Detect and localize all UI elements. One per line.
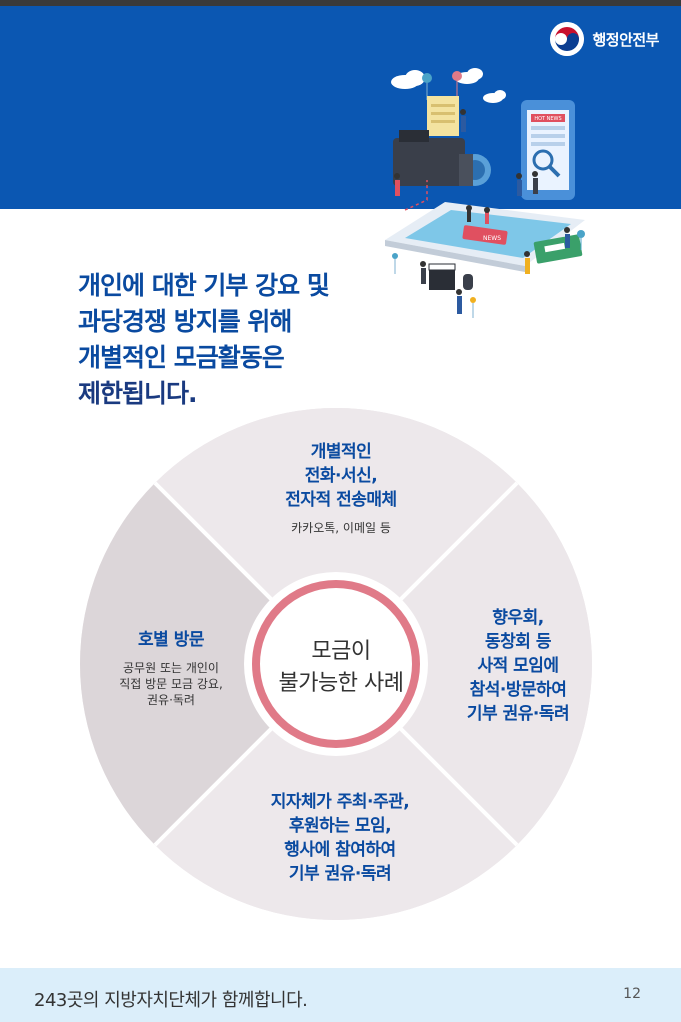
center-label: 모금이 불가능한 사례 [258, 636, 424, 700]
headline-line: 개인에 대한 기부 강요 및 [78, 271, 330, 300]
title-line: 호별 방문 [138, 630, 204, 650]
segment-bottom [155, 664, 517, 920]
top-segment-sub: 카카오톡, 이메일 등 [256, 520, 426, 536]
headline: 개인에 대한 기부 강요 및 과당경쟁 방지를 위해 개별적인 모금활동은 제한… [78, 268, 330, 412]
news-media-illustration: HOT NEWS NEWS [385, 68, 585, 318]
left-segment-title: 호별 방문 [96, 628, 246, 652]
cloud-icon [391, 68, 506, 103]
cases-circle-diagram [80, 408, 592, 920]
center-line: 불가능한 사례 [278, 671, 404, 696]
title-line: 행사에 참여하여 [284, 840, 396, 860]
sub-line: 직접 방문 모금 강요, [119, 677, 223, 691]
taegeuk-logo-icon [550, 22, 585, 56]
segment-top [155, 408, 517, 664]
title-line: 동창회 등 [485, 632, 551, 652]
clapperboard-icon [429, 270, 455, 290]
right-segment-title: 향우회, 동창회 등 사적 모임에 참석·방문하여 기부 권유·독려 [448, 606, 588, 726]
camera-icon [393, 130, 491, 186]
magnifier-icon [532, 149, 554, 171]
title-line: 후원하는 모임, [288, 816, 392, 836]
headline-line: 과당경쟁 방지를 위해 [78, 307, 292, 336]
top-edge-bar [0, 0, 681, 6]
hot-news-text: HOT NEWS [534, 116, 561, 122]
footer-band [0, 968, 681, 1022]
title-line: 향우회, [492, 608, 544, 628]
segment-left [80, 483, 336, 845]
headline-line: 개별적인 모금활동은 [78, 343, 285, 372]
org-name: 행정안전부 [592, 30, 659, 49]
title-line: 기부 권유·독려 [288, 864, 392, 884]
sub-line: 공무원 또는 개인이 [123, 661, 219, 675]
title-line: 기부 권유·독려 [466, 704, 570, 724]
top-segment-title: 개별적인 전화·서신, 전자적 전송매체 [236, 440, 446, 512]
news-text: NEWS [483, 235, 501, 242]
headline-line: 제한됩니다. [78, 379, 197, 408]
org-logo: 행정안전부 [550, 22, 659, 56]
bottom-segment-title: 지자체가 주최·주관, 후원하는 모임, 행사에 참여하여 기부 권유·독려 [240, 790, 440, 886]
sub-line: 카카오톡, 이메일 등 [291, 521, 391, 535]
title-line: 지자체가 주최·주관, [270, 792, 410, 812]
page-number: 12 [623, 986, 641, 1002]
sub-line: 권유·독려 [147, 693, 195, 707]
center-ring [252, 580, 420, 748]
title-line: 전자적 전송매체 [285, 490, 397, 510]
title-line: 참석·방문하여 [469, 680, 567, 700]
microphone-icon [463, 274, 473, 290]
center-line: 모금이 [311, 639, 371, 664]
title-line: 사적 모임에 [477, 656, 559, 676]
title-line: 전화·서신, [304, 466, 378, 486]
left-segment-sub: 공무원 또는 개인이 직접 방문 모금 강요, 권유·독려 [96, 660, 246, 708]
segment-right [336, 483, 592, 845]
title-line: 개별적인 [310, 442, 372, 462]
footer-text: 243곳의 지방자치단체가 함께합니다. [34, 990, 308, 1011]
